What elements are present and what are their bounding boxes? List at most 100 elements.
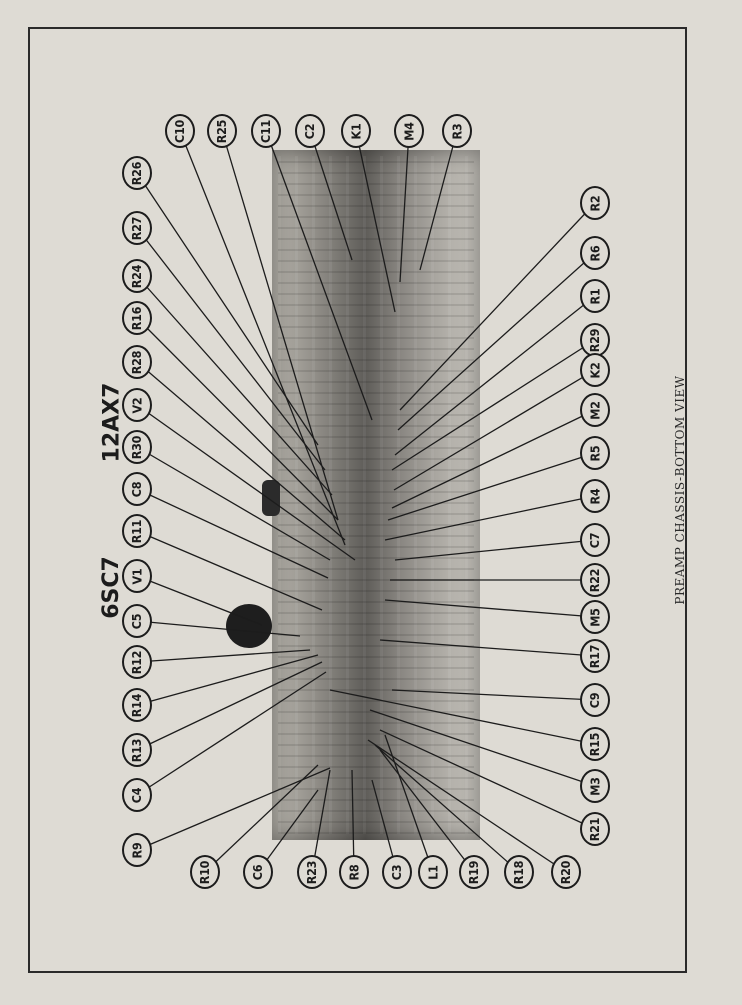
leader-R17 <box>379 639 596 657</box>
leader-R20 <box>367 739 567 873</box>
leader-M4 <box>399 130 410 283</box>
leader-R2 <box>399 202 596 411</box>
leader-R10 <box>204 764 319 873</box>
callout-M5: M5 <box>580 600 610 634</box>
leader-V1 <box>136 575 263 626</box>
leader-R14 <box>136 654 319 706</box>
callout-R16: R16 <box>122 301 152 335</box>
callout-R1: R1 <box>580 279 610 313</box>
callout-R15: R15 <box>580 727 610 761</box>
callout-C11: C11 <box>251 114 281 148</box>
callout-C10: C10 <box>165 114 195 148</box>
leader-R18 <box>374 744 520 873</box>
leader-R30 <box>136 446 331 561</box>
callout-M3: M3 <box>580 769 610 803</box>
leader-R16 <box>136 317 339 521</box>
leader-R5 <box>387 452 596 521</box>
leader-C2 <box>309 130 353 261</box>
leader-L1 <box>384 734 434 873</box>
callout-R3: R3 <box>442 114 472 148</box>
callout-C3: C3 <box>382 855 412 889</box>
callout-R29: R29 <box>580 323 610 357</box>
leader-R12 <box>136 649 311 663</box>
tube-v2-socket <box>262 480 280 516</box>
leader-M5 <box>384 599 596 618</box>
callout-L1: L1 <box>418 855 448 889</box>
leader-R3 <box>419 130 458 271</box>
callout-R28: R28 <box>122 345 152 379</box>
leader-R13 <box>136 661 323 751</box>
figure-caption: PREAMP CHASSIS-BOTTOM VIEW <box>673 375 687 605</box>
callout-R25: R25 <box>207 114 237 148</box>
leader-R15 <box>329 689 596 745</box>
leader-M2 <box>391 409 596 509</box>
callout-R30: R30 <box>122 430 152 464</box>
page-border <box>28 27 687 973</box>
leader-R26 <box>136 172 319 446</box>
leader-R25 <box>221 130 339 521</box>
leader-R28 <box>136 361 346 541</box>
leader-C5 <box>136 620 301 637</box>
callout-R20: R20 <box>551 855 581 889</box>
callout-C5: C5 <box>122 604 152 638</box>
callout-M4: M4 <box>394 114 424 148</box>
tube-label-v2: 12AX7 <box>99 382 125 463</box>
callout-R24: R24 <box>122 259 152 293</box>
leader-C7 <box>394 539 596 561</box>
callout-R9: R9 <box>122 833 152 867</box>
callout-C9: C9 <box>580 683 610 717</box>
callout-R21: R21 <box>580 812 610 846</box>
leader-R24 <box>136 275 333 496</box>
leader-C6 <box>257 789 319 873</box>
callout-R8: R8 <box>339 855 369 889</box>
chassis-photo <box>272 150 480 840</box>
callout-R12: R12 <box>122 645 152 679</box>
callout-C8: C8 <box>122 472 152 506</box>
leader-R6 <box>397 252 596 431</box>
callout-C6: C6 <box>243 855 273 889</box>
leader-C10 <box>179 130 346 546</box>
callout-R17: R17 <box>580 639 610 673</box>
callout-R5: R5 <box>580 436 610 470</box>
callout-K1: K1 <box>341 114 371 148</box>
leader-R9 <box>136 767 331 851</box>
callout-V2: V2 <box>122 388 152 422</box>
leader-V2 <box>136 404 356 561</box>
callout-R11: R11 <box>122 514 152 548</box>
callout-C4: C4 <box>122 778 152 812</box>
tube-v1-socket <box>226 604 272 648</box>
leader-R11 <box>136 530 323 611</box>
callout-R18: R18 <box>504 855 534 889</box>
callout-R10: R10 <box>190 855 220 889</box>
leader-K2 <box>393 369 596 491</box>
leader-C8 <box>136 488 329 579</box>
leader-R1 <box>394 295 596 456</box>
tube-label-v1: 6SC7 <box>98 556 124 619</box>
callout-R26: R26 <box>122 156 152 190</box>
callout-C2: C2 <box>295 114 325 148</box>
callout-C7: C7 <box>580 523 610 557</box>
leader-C11 <box>265 130 373 421</box>
leader-R29 <box>391 339 596 471</box>
leader-C4 <box>136 671 327 796</box>
callout-V1: V1 <box>122 559 152 593</box>
callout-R27: R27 <box>122 211 152 245</box>
callout-R23: R23 <box>297 855 327 889</box>
callout-K2: K2 <box>580 353 610 387</box>
callout-R14: R14 <box>122 688 152 722</box>
callout-R2: R2 <box>580 186 610 220</box>
callout-R13: R13 <box>122 733 152 767</box>
callout-R6: R6 <box>580 236 610 270</box>
leader-R27 <box>136 227 326 471</box>
leader-R19 <box>379 749 475 873</box>
leader-C9 <box>391 689 596 701</box>
callout-R22: R22 <box>580 563 610 597</box>
leader-R4 <box>384 495 596 541</box>
leader-R21 <box>379 729 596 830</box>
leader-K1 <box>355 130 396 313</box>
callout-M2: M2 <box>580 393 610 427</box>
callout-R19: R19 <box>459 855 489 889</box>
callout-R4: R4 <box>580 479 610 513</box>
leader-M3 <box>369 709 596 787</box>
